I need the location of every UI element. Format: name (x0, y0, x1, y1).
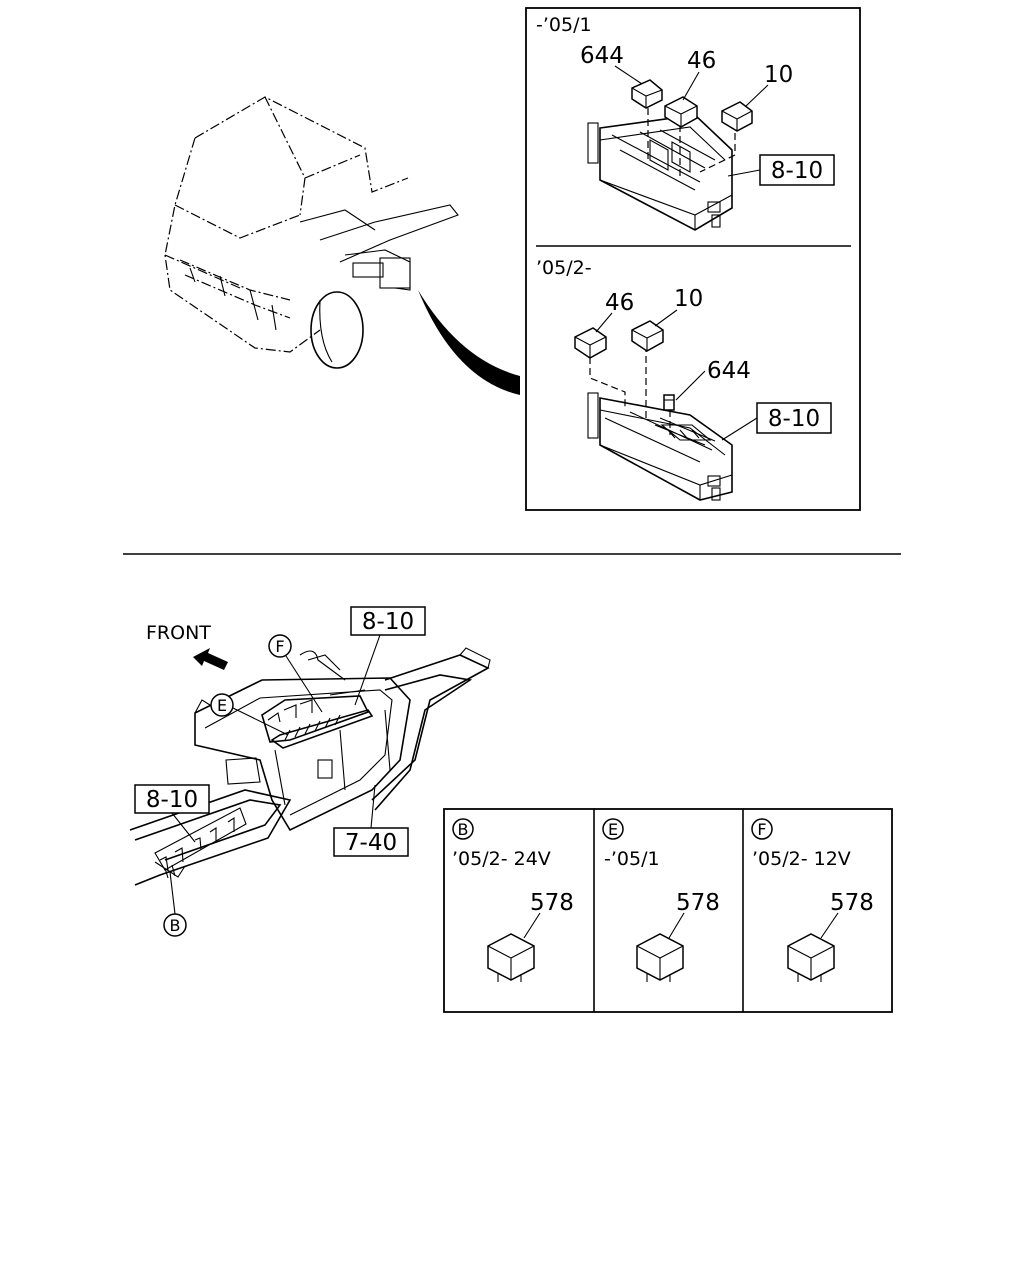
detail-cell-f: F ’05/2- 12V 578 (751, 818, 874, 982)
ref-8-10-lower-label: 8-10 (768, 406, 820, 432)
relay-578-b-icon (487, 933, 535, 982)
lower-relay-box (587, 345, 733, 501)
relay-10-upper (721, 101, 753, 132)
relay-46-upper (664, 96, 698, 128)
upper-period-label: -’05/1 (536, 14, 592, 36)
cell-f-leader (820, 912, 839, 939)
ref-8-10-chassis-top-box (350, 606, 426, 636)
cell-f-part-label: 578 (830, 890, 874, 916)
leader-b (169, 871, 176, 915)
cell-b-letter: B (458, 820, 469, 839)
cell-e-letter: E (608, 820, 618, 839)
truck-cab-illustration (164, 96, 459, 369)
leader-e (232, 707, 289, 736)
relay-644-lower (663, 394, 675, 411)
leader-7-40 (370, 784, 376, 829)
cell-e-part-label: 578 (676, 890, 720, 916)
front-label: FRONT (146, 622, 211, 644)
lower-period-label: ’05/2- (536, 257, 592, 279)
cell-f-period: ’05/2- 12V (752, 848, 851, 870)
cell-f-letter: F (757, 820, 766, 839)
leader-46-upper (682, 71, 700, 101)
ref-7-40-box (333, 827, 409, 857)
leader-f (285, 655, 323, 713)
leader-8-10-upper (727, 169, 761, 177)
part-46-lower-label: 46 (605, 290, 634, 316)
relay-644-upper (631, 79, 663, 109)
cell-e-leader (668, 912, 685, 939)
leader-46-lower (595, 312, 613, 333)
circle-e-marker (210, 693, 234, 717)
part-46-upper-label: 46 (687, 48, 716, 74)
leader-8-10-lower (721, 417, 758, 441)
cell-e-circle (602, 818, 624, 840)
part-644-lower-label: 644 (707, 358, 751, 384)
ref-8-10-upper-label: 8-10 (771, 158, 823, 184)
relay-578-f-icon (787, 933, 835, 982)
leader-644-upper (614, 65, 643, 85)
part-10-lower-label: 10 (674, 286, 703, 312)
relay-box-detail-frame (525, 7, 861, 511)
relay-detail-table (443, 808, 893, 1013)
cell-e-period: -’05/1 (604, 848, 660, 870)
leader-10-upper (745, 84, 769, 107)
relay-578-e-icon (636, 933, 684, 982)
cell-b-period: ’05/2- 24V (452, 848, 551, 870)
cell-f-circle (751, 818, 773, 840)
circle-b-letter: B (170, 916, 181, 935)
ref-8-10-chassis-top-label: 8-10 (362, 609, 414, 635)
circle-f-letter: F (275, 637, 284, 656)
ref-8-10-lower-box (756, 402, 832, 434)
ref-8-10-chassis-left-box (134, 784, 210, 814)
circle-f-marker (268, 634, 292, 658)
ref-8-10-upper-box (759, 154, 835, 186)
detail-cell-b: B ’05/2- 24V 578 (452, 818, 574, 982)
leader-8-10-chassis-top (354, 634, 381, 706)
leader-644-lower (675, 370, 706, 401)
relay-10-lower (631, 320, 664, 352)
front-arrow-icon (193, 648, 228, 670)
cell-b-circle (452, 818, 474, 840)
detail-cell-e: E -’05/1 578 (602, 818, 720, 982)
circle-e-letter: E (217, 696, 227, 715)
ref-8-10-chassis-left-label: 8-10 (146, 787, 198, 813)
cell-b-leader (523, 912, 541, 939)
upper-relay-box (587, 108, 736, 231)
part-644-upper-label: 644 (580, 43, 624, 69)
detail-pointer (418, 290, 520, 395)
leader-10-lower (654, 309, 678, 327)
cell-b-part-label: 578 (530, 890, 574, 916)
chassis-frame-illustration (129, 647, 491, 886)
ref-7-40-label: 7-40 (345, 830, 397, 856)
part-10-upper-label: 10 (764, 62, 793, 88)
leader-8-10-chassis-left (171, 812, 196, 843)
relay-46-lower (574, 327, 607, 359)
